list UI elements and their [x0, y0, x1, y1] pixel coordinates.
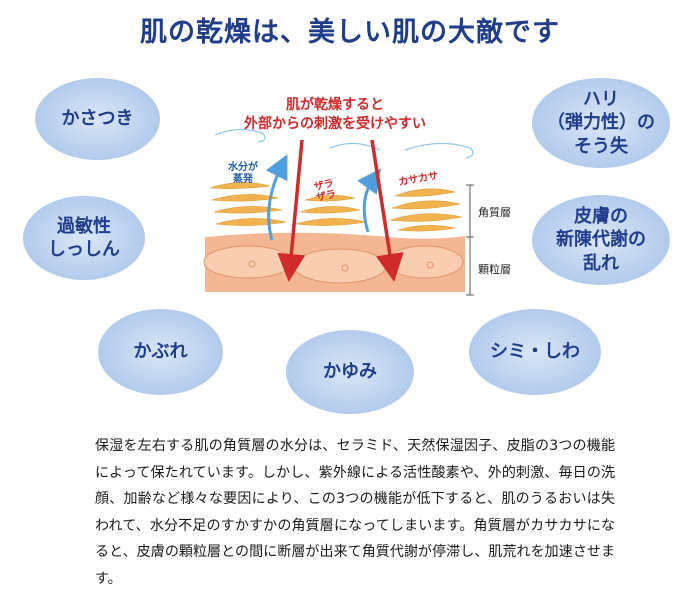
- bubble-kasatsuki-label: かさつき: [61, 108, 134, 130]
- wind-swirl-right: [404, 142, 474, 159]
- bubble-hari-label: ハリ （弾力性）の そう失: [547, 88, 655, 157]
- cell-nucleus: [426, 261, 434, 269]
- bubble-hari: ハリ （弾力性）の そう失: [532, 78, 670, 168]
- evaporation-label: 水分が 蒸発: [228, 162, 258, 185]
- bubble-hifu: 皮膚の 新陳代謝の 乱れ: [532, 195, 670, 285]
- cell: [293, 248, 387, 284]
- wind-swirl-left: [214, 128, 266, 143]
- cell-nucleus: [248, 260, 256, 268]
- evaporation-arrow-left: [265, 154, 288, 241]
- bubble-kabinsei: 過敏性 しっしん: [23, 196, 145, 280]
- bubble-kayumi: かゆみ: [286, 330, 414, 414]
- zara-label: ザラ ザラ: [312, 178, 338, 204]
- warning-line-1: 肌が乾燥すると: [286, 97, 384, 113]
- bubble-kayumi-label: かゆみ: [323, 361, 377, 383]
- bubble-kabinsei-label: 過敏性 しっしん: [48, 215, 120, 260]
- warning-line-2: 外部からの刺激を受けやすい: [244, 116, 426, 132]
- wind-swirl-mid: [329, 142, 381, 151]
- cell-nucleus: [341, 264, 349, 272]
- bubble-shimi-label: シミ・しわ: [490, 341, 580, 363]
- stimulus-arrow-left: [277, 139, 306, 282]
- description-paragraph: 保湿を左右する肌の角質層の水分は、セラミド、天然保湿因子、皮脂の3つの機能によっ…: [95, 438, 615, 587]
- bubble-hifu-label: 皮膚の 新陳代謝の 乱れ: [556, 205, 646, 274]
- cell: [203, 245, 293, 279]
- corneum-flakes: [209, 182, 463, 232]
- bubble-shimi: シミ・しわ: [469, 309, 601, 395]
- cell: [386, 245, 464, 279]
- layer-bottom-label: 顆粒層: [478, 263, 511, 276]
- stimulus-arrow-right: [370, 139, 404, 282]
- bubble-kabure-label: かぶれ: [133, 341, 188, 363]
- layer-top-label: 角質層: [478, 206, 511, 219]
- page-title: 肌の乾燥は、美しい肌の大敵です: [140, 17, 560, 48]
- bubble-kabure: かぶれ: [98, 309, 223, 395]
- bubble-kasatsuki: かさつき: [35, 78, 160, 160]
- evaporation-arrow-right: [357, 168, 382, 233]
